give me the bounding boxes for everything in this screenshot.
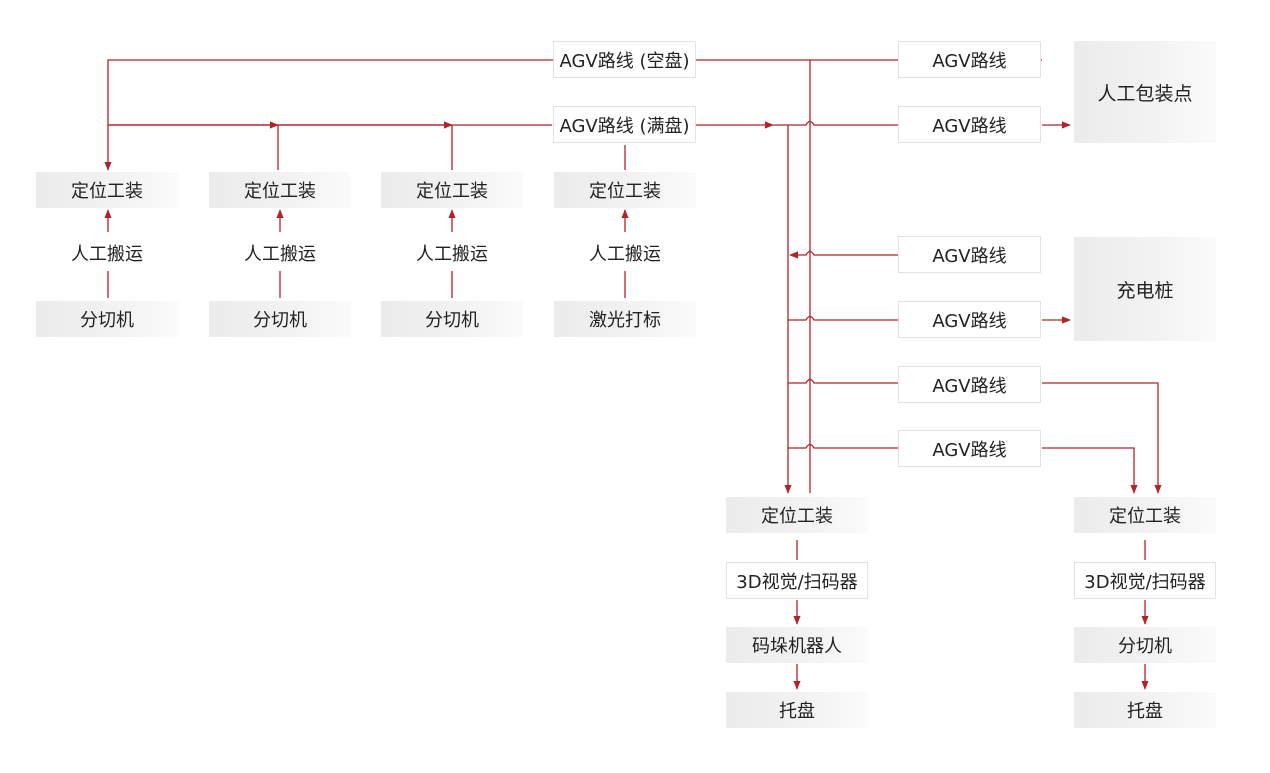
fixture-4: 定位工装 [554, 172, 696, 208]
charging-pile: 充电桩 [1074, 237, 1216, 341]
edge-empty-route-main [104, 59, 1042, 171]
edge-charging-go [788, 315, 898, 321]
edge-right-station-a-run [1042, 382, 1162, 494]
agv-route-label-6: AGV路线 [898, 430, 1041, 467]
slitter-3: 分切机 [381, 301, 523, 337]
slitter-1: 分切机 [36, 301, 178, 337]
slitter-right: 分切机 [1074, 627, 1216, 663]
manual-carry-1: 人工搬运 [36, 235, 178, 271]
edge-charging-return [789, 250, 898, 259]
agv-route-label-3: AGV路线 [898, 236, 1041, 273]
pallet-mid: 托盘 [726, 692, 868, 728]
edge-right-station-b [788, 443, 898, 449]
fixture-mid: 定位工装 [726, 497, 868, 533]
fixture-1: 定位工装 [36, 172, 178, 208]
agv-route-label-5: AGV路线 [898, 366, 1041, 403]
agv-route-full-label: AGV路线 (满盘) [553, 106, 696, 143]
manual-carry-3: 人工搬运 [381, 235, 523, 271]
agv-route-label-2: AGV路线 [898, 106, 1041, 143]
fixture-right: 定位工装 [1074, 497, 1216, 533]
fixture-3: 定位工装 [381, 172, 523, 208]
edge-right-station-a [788, 378, 898, 384]
fixture-2: 定位工装 [209, 172, 351, 208]
manual-carry-2: 人工搬运 [209, 235, 351, 271]
palletizing-robot: 码垛机器人 [726, 627, 868, 663]
pallet-right: 托盘 [1074, 692, 1216, 728]
slitter-2: 分切机 [209, 301, 351, 337]
edge-full-route-right [773, 120, 898, 126]
agv-route-label-1: AGV路线 [898, 41, 1041, 78]
manual-carry-4: 人工搬运 [554, 235, 696, 271]
laser-marking: 激光打标 [554, 301, 696, 337]
vision-scanner-mid: 3D视觉/扫码器 [726, 562, 868, 599]
agv-route-label-4: AGV路线 [898, 301, 1041, 338]
vision-scanner-right: 3D视觉/扫码器 [1074, 562, 1216, 599]
agv-route-empty-label: AGV路线 (空盘) [553, 41, 696, 78]
manual-packing-point: 人工包装点 [1074, 41, 1216, 143]
edge-right-station-b-run [1042, 447, 1138, 494]
